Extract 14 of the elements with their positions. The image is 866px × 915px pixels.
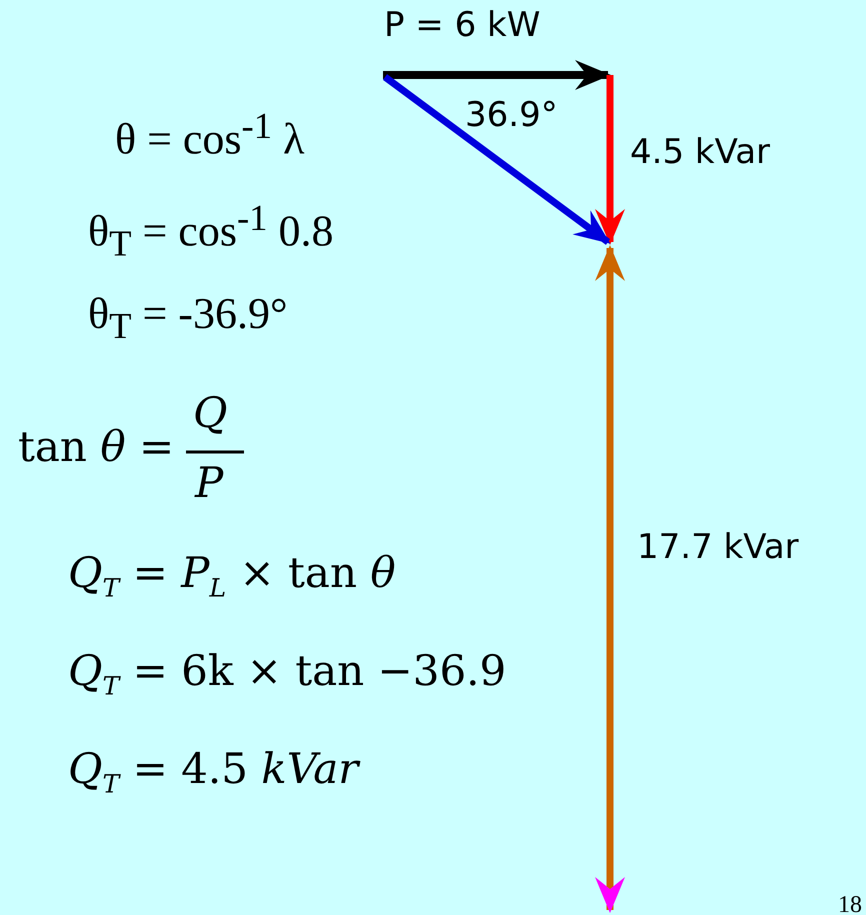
equation: tan θ = bbox=[18, 426, 174, 468]
fraction-numerator: Q bbox=[193, 392, 228, 434]
fraction-denominator: P bbox=[195, 462, 224, 504]
reactive-power-label: 4.5 kVar bbox=[630, 135, 770, 169]
angle-label: 36.9° bbox=[465, 98, 558, 132]
equation: Q$_{T}$ = P$_{L}$ × tan θ bbox=[68, 552, 396, 601]
equation: θ$_{T}$ = -36.9° bbox=[88, 292, 288, 344]
equation: θ = cos$^{-1}$ λ bbox=[115, 108, 304, 162]
equation: θ$_{T}$ = cos$^{-1}$ 0.8 bbox=[88, 200, 334, 262]
equation: Q$_{T}$ = 6k × tan −36.9 bbox=[68, 650, 506, 699]
page-number: 18 bbox=[838, 893, 862, 915]
equation: Q$_{T}$ = 4.5 kVar bbox=[68, 748, 358, 797]
reactive-power-label: 17.7 kVar bbox=[637, 530, 799, 564]
power-label: P = 6 kW bbox=[384, 8, 540, 42]
